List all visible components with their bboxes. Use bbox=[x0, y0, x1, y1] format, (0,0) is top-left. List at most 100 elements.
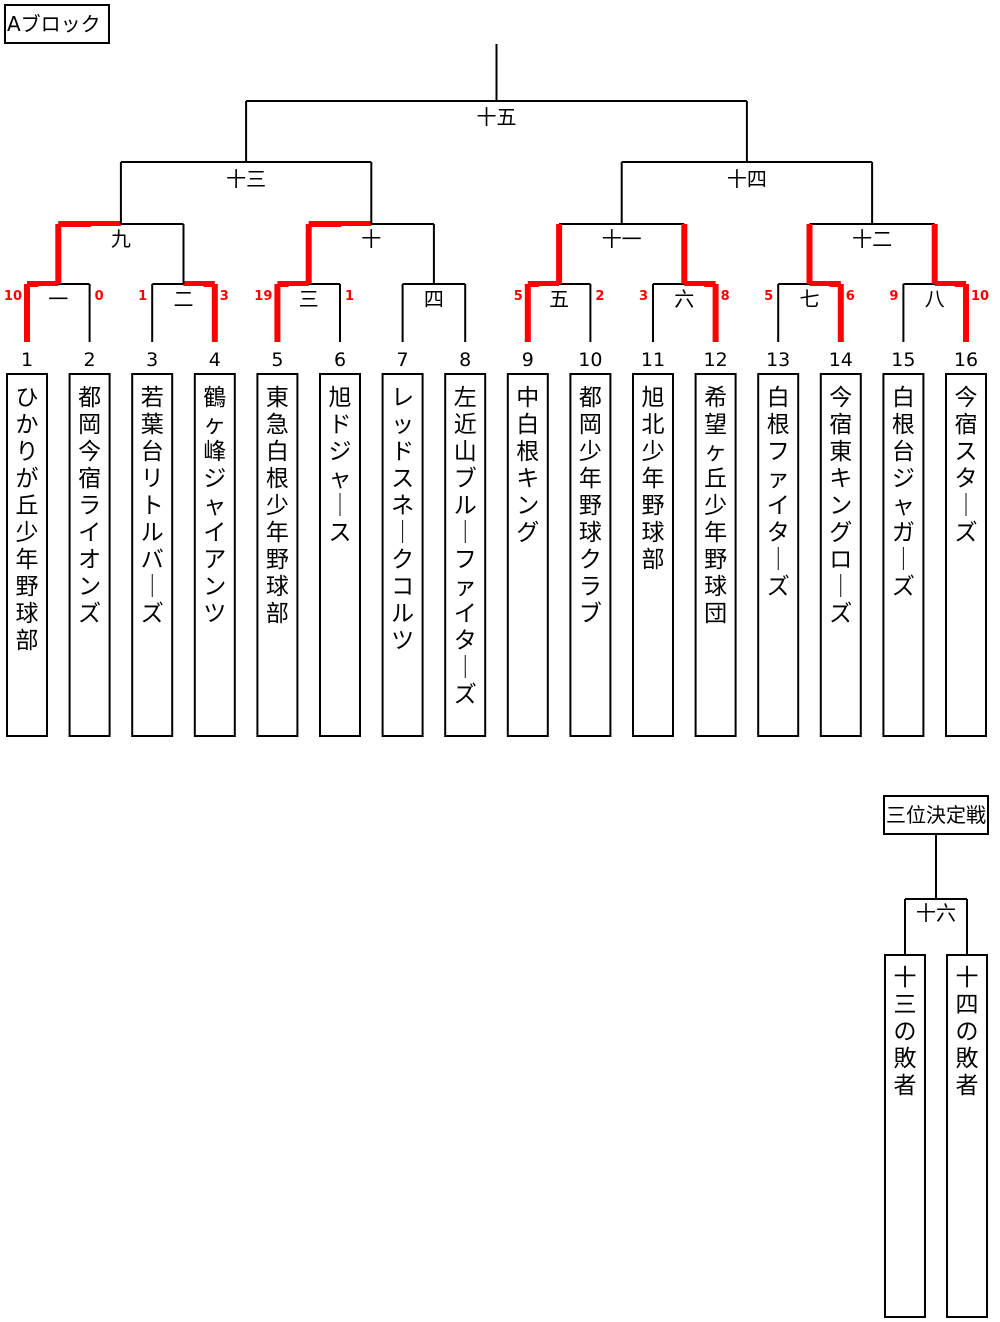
match-label: 四 bbox=[424, 287, 444, 311]
team-name: ひかりが丘少年野球部 bbox=[16, 385, 39, 654]
score-right: 0 bbox=[95, 289, 104, 304]
team-number: 8 bbox=[459, 349, 471, 371]
match-label: 十 bbox=[361, 227, 381, 251]
team-number: 7 bbox=[397, 349, 409, 371]
team-box bbox=[819, 373, 862, 737]
team-name: 都岡今宿ライオンズ bbox=[78, 385, 101, 627]
score-right: 6 bbox=[846, 289, 855, 304]
team-name: 今宿スタ｜ズ bbox=[955, 385, 978, 546]
team-box bbox=[882, 373, 925, 737]
score-left: 9 bbox=[889, 289, 898, 304]
match-label: 三 bbox=[299, 287, 319, 311]
score-right: 3 bbox=[220, 289, 229, 304]
team-name: 白根ファイタ｜ズ bbox=[767, 385, 790, 600]
match-label: 十二 bbox=[852, 227, 892, 251]
match-label: 九 bbox=[111, 227, 131, 251]
team-box bbox=[945, 373, 987, 737]
score-left: 3 bbox=[639, 289, 648, 304]
team-box bbox=[131, 373, 174, 737]
third-place-slot-box bbox=[884, 954, 926, 1318]
team-number: 3 bbox=[146, 349, 158, 371]
team-number: 11 bbox=[641, 349, 665, 371]
match-label: 五 bbox=[549, 287, 569, 311]
third-place-slot: 十三の敗者 bbox=[894, 965, 917, 1099]
team-name: 旭北少年野球部 bbox=[642, 385, 665, 573]
match-label: 二 bbox=[174, 287, 194, 311]
team-number: 4 bbox=[209, 349, 221, 371]
third-place-title-box bbox=[883, 795, 989, 835]
block-title: Aブロック bbox=[7, 12, 101, 36]
match-label-bg bbox=[908, 901, 964, 927]
team-name: 左近山ブル｜ファイタ｜ズ bbox=[454, 385, 477, 708]
match-label-bg bbox=[413, 286, 454, 312]
final-label: 十五 bbox=[477, 105, 517, 129]
team-name: 中白根キング bbox=[516, 385, 539, 546]
match-label-bg bbox=[539, 286, 580, 312]
block-title-box bbox=[4, 4, 110, 44]
team-box bbox=[193, 373, 236, 737]
team-box bbox=[319, 373, 361, 737]
team-number: 15 bbox=[891, 349, 915, 371]
match-label-bg bbox=[914, 286, 955, 312]
match-label: 十四 bbox=[727, 167, 767, 191]
match-label-bg bbox=[468, 104, 525, 130]
team-name: 旭ドジャ｜ス bbox=[329, 385, 352, 546]
team-box bbox=[694, 373, 737, 737]
team-box bbox=[381, 373, 424, 737]
match-label-bg bbox=[288, 286, 329, 312]
team-box bbox=[632, 373, 674, 737]
match-label: 八 bbox=[925, 287, 945, 311]
team-number: 9 bbox=[522, 349, 534, 371]
match-label-bg bbox=[591, 226, 652, 252]
score-right: 2 bbox=[595, 289, 604, 304]
team-name: 若葉台リトルバ｜ズ bbox=[141, 385, 164, 627]
match-label: 十一 bbox=[602, 227, 642, 251]
team-box bbox=[757, 373, 800, 737]
score-left: 5 bbox=[764, 289, 773, 304]
team-name: 東急白根少年野球部 bbox=[266, 385, 289, 627]
team-box bbox=[256, 373, 299, 737]
team-box bbox=[444, 373, 487, 737]
match-label-bg bbox=[218, 166, 275, 192]
team-number: 2 bbox=[84, 349, 96, 371]
team-number: 16 bbox=[954, 349, 978, 371]
team-name: 鶴ヶ峰ジャイアンツ bbox=[203, 385, 226, 627]
score-right: 1 bbox=[345, 289, 354, 304]
match-label-bg bbox=[718, 166, 775, 192]
match-label-bg bbox=[163, 286, 204, 312]
match-label-bg bbox=[38, 286, 79, 312]
team-box bbox=[569, 373, 612, 737]
third-place-slot-box bbox=[946, 954, 988, 1318]
team-name: 白根台ジャガ｜ズ bbox=[892, 385, 915, 600]
team-name: 都岡少年野球クラブ bbox=[579, 385, 602, 627]
team-number: 14 bbox=[829, 349, 853, 371]
team-number: 5 bbox=[271, 349, 283, 371]
third-place-title: 三位決定戦 bbox=[886, 803, 986, 827]
team-box bbox=[506, 373, 549, 737]
score-left: 1 bbox=[138, 289, 147, 304]
match-label-bg bbox=[789, 286, 830, 312]
match-label: 七 bbox=[800, 287, 820, 311]
score-left: 19 bbox=[254, 289, 272, 304]
match-label-bg bbox=[90, 226, 151, 252]
team-name: 今宿東キングロ｜ズ bbox=[829, 385, 852, 627]
third-place-match-label: 十六 bbox=[916, 901, 956, 925]
team-name: レッドスネ｜クコルツ bbox=[391, 385, 414, 654]
score-right: 10 bbox=[971, 289, 989, 304]
match-label: 六 bbox=[674, 287, 694, 311]
score-right: 8 bbox=[721, 289, 730, 304]
match-label-bg bbox=[341, 226, 402, 252]
third-place-slot: 十四の敗者 bbox=[956, 965, 979, 1099]
match-label: 十三 bbox=[226, 167, 266, 191]
team-box bbox=[68, 373, 111, 737]
team-number: 12 bbox=[704, 349, 728, 371]
team-number: 13 bbox=[766, 349, 790, 371]
team-box bbox=[6, 373, 48, 737]
score-left: 5 bbox=[514, 289, 523, 304]
score-left: 10 bbox=[4, 289, 22, 304]
team-number: 10 bbox=[578, 349, 602, 371]
match-label: 一 bbox=[48, 287, 68, 311]
match-label-bg bbox=[664, 286, 705, 312]
